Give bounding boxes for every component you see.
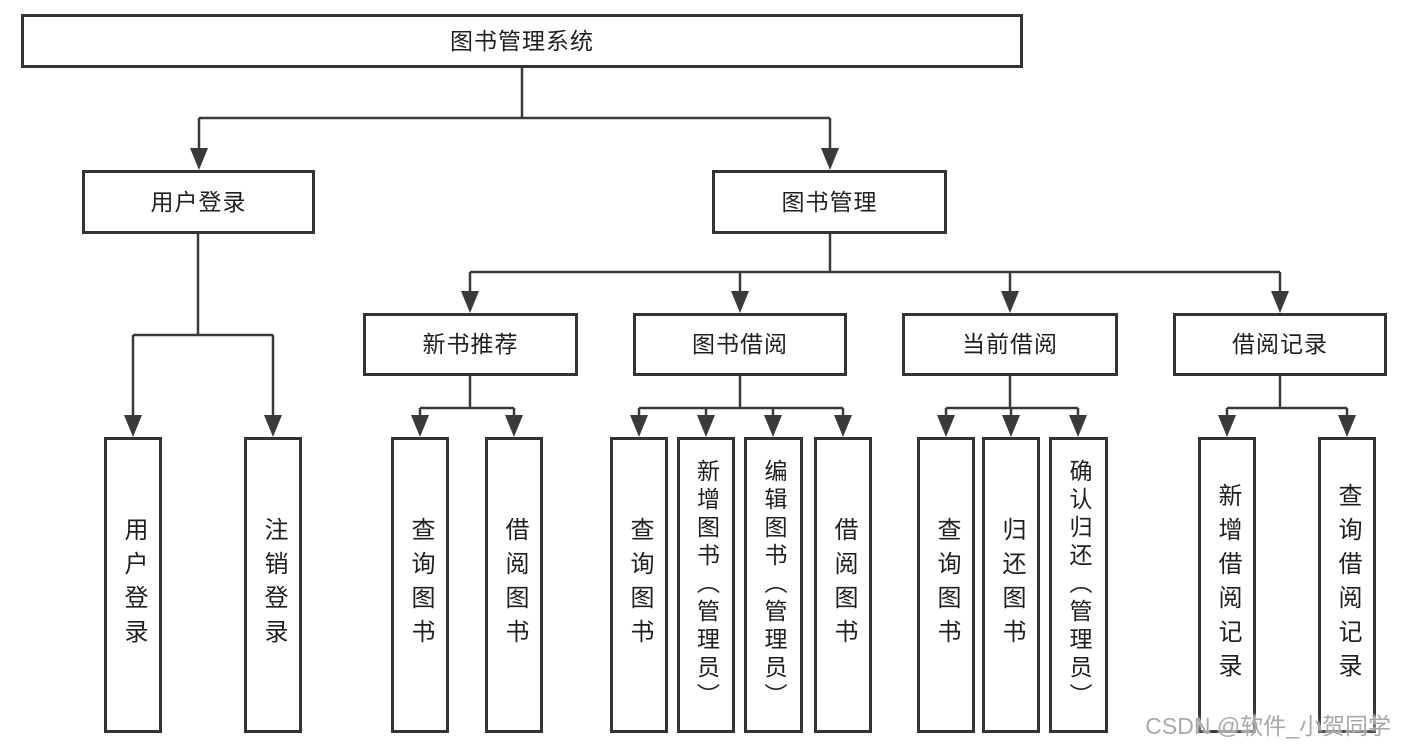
- leaf-user-login: 用户登录: [104, 437, 162, 733]
- connector-new-book-branch: [418, 376, 516, 419]
- arrow-down-icon: [1069, 415, 1087, 437]
- leaf-query-books: 查询图书: [391, 437, 449, 733]
- leaf-add-books-admin: 新增图书（管理员）: [677, 437, 735, 733]
- arrow-down-icon: [821, 148, 839, 170]
- arrow-down-icon: [1271, 291, 1289, 313]
- arrow-down-icon: [505, 415, 523, 437]
- arrow-down-icon: [630, 415, 648, 437]
- leaf-borrow-books: 借阅图书: [814, 437, 872, 733]
- arrow-down-icon: [1001, 291, 1019, 313]
- leaf-add-borrow-record: 新增借阅记录: [1198, 437, 1256, 733]
- arrow-down-icon: [411, 415, 429, 437]
- leaf-return-books: 归还图书: [982, 437, 1040, 733]
- leaf-confirm-return-admin: 确认归还（管理员）: [1049, 437, 1108, 733]
- node-book-borrowing: 图书借阅: [633, 313, 847, 376]
- arrow-down-icon: [264, 415, 282, 437]
- arrow-down-icon: [1218, 415, 1236, 437]
- connector-current-borrow-branch: [944, 376, 1080, 419]
- connector-user-login-branch: [131, 234, 275, 419]
- connector-root-to-level1: [197, 68, 832, 152]
- node-library-management-system: 图书管理系统: [21, 14, 1023, 68]
- arrowheads: [124, 148, 1356, 437]
- leaf-query-books: 查询图书: [917, 437, 975, 733]
- node-borrowing-records: 借阅记录: [1173, 313, 1387, 376]
- arrow-down-icon: [697, 415, 715, 437]
- node-new-book-recommend: 新书推荐: [363, 313, 578, 376]
- leaf-logout: 注销登录: [244, 437, 302, 733]
- arrow-down-icon: [731, 291, 749, 313]
- arrow-down-icon: [937, 415, 955, 437]
- connector-borrow-record-branch: [1225, 376, 1349, 419]
- node-user-login: 用户登录: [82, 170, 315, 234]
- arrow-down-icon: [1338, 415, 1356, 437]
- leaf-query-borrow-record: 查询借阅记录: [1318, 437, 1376, 733]
- leaf-edit-books-admin: 编辑图书（管理员）: [744, 437, 803, 733]
- arrow-down-icon: [461, 291, 479, 313]
- connector-book-borrow-branch: [637, 376, 845, 419]
- arrow-down-icon: [190, 148, 208, 170]
- node-current-borrowing: 当前借阅: [902, 313, 1118, 376]
- arrow-down-icon: [834, 415, 852, 437]
- arrow-down-icon: [764, 415, 782, 437]
- connector-book-mgmt-branch: [468, 234, 1282, 295]
- arrow-down-icon: [124, 415, 142, 437]
- leaf-borrow-books: 借阅图书: [485, 437, 543, 733]
- leaf-query-books: 查询图书: [610, 437, 668, 733]
- node-book-management: 图书管理: [712, 170, 947, 234]
- arrow-down-icon: [1002, 415, 1020, 437]
